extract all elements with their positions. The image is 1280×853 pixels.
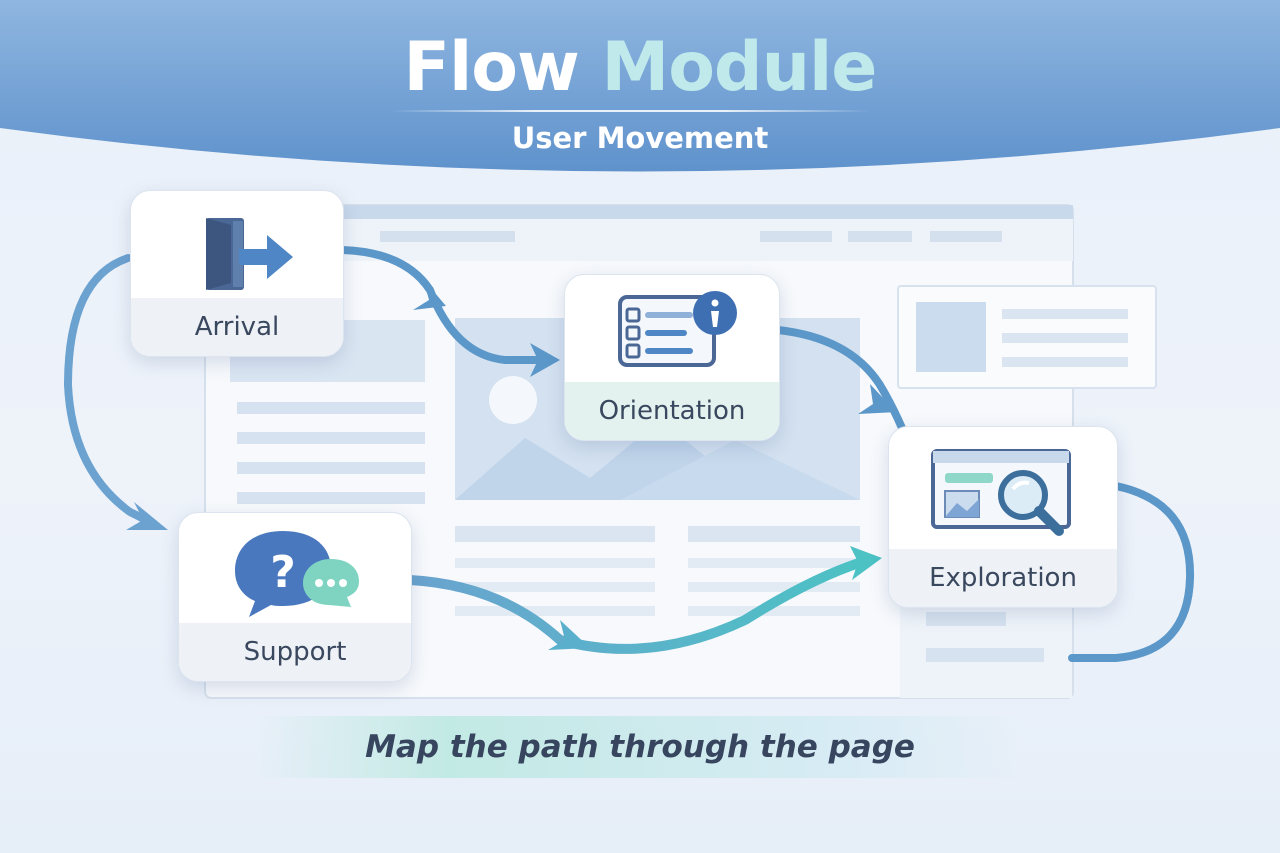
step-label-support: Support — [179, 623, 411, 681]
step-label-exploration: Exploration — [889, 549, 1117, 607]
question-chat-bubbles-icon: ? — [235, 531, 359, 617]
arrowhead-exploration — [858, 384, 896, 414]
tagline-band — [255, 716, 1025, 778]
page-subtitle: User Movement — [511, 121, 769, 155]
page-title: Flow Module — [0, 26, 1280, 110]
step-card-support[interactable]: ? Support — [178, 512, 412, 682]
step-card-orientation[interactable]: Orientation — [564, 274, 780, 441]
arrowhead-mid-support-path — [548, 620, 590, 650]
arrow-support-to-exploration — [405, 557, 867, 654]
step-card-exploration[interactable]: Exploration — [888, 426, 1118, 608]
door-exit-arrow-icon — [206, 218, 293, 290]
svg-text:?: ? — [270, 547, 296, 598]
arrow-orientation-to-exploration — [774, 326, 906, 432]
arrowhead-exploration-entry — [850, 546, 882, 580]
browser-magnifier-icon — [931, 449, 1071, 536]
checklist-info-icon — [618, 291, 737, 367]
step-label-orientation: Orientation — [565, 382, 779, 440]
arrow-arrival-to-support — [63, 254, 154, 526]
title-word-module: Module — [601, 28, 878, 107]
step-label-arrival: Arrival — [131, 298, 343, 356]
step-card-arrival[interactable]: Arrival — [130, 190, 344, 357]
tagline: Map the path through the page — [365, 729, 915, 765]
title-word-flow: Flow — [403, 28, 580, 107]
arrowhead-orientation — [530, 343, 560, 377]
arrow-exploration-loop — [1068, 482, 1195, 662]
arrowhead-support — [126, 502, 168, 530]
header-band — [0, 0, 1280, 172]
arrowhead-mid-arrival-path — [413, 280, 446, 310]
title-divider — [390, 110, 870, 112]
